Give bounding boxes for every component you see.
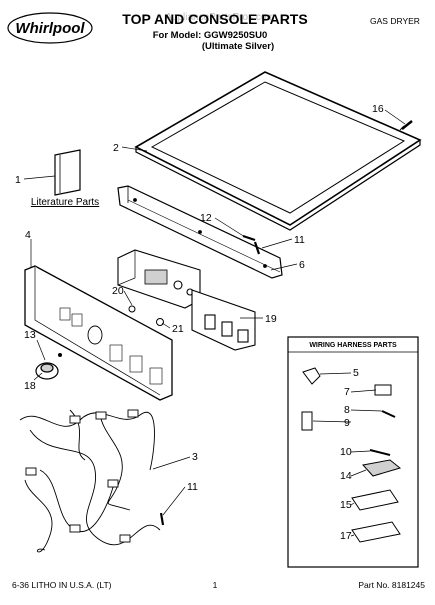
callout-18: 18 <box>24 380 36 392</box>
part-screw-11-bottom <box>159 512 165 526</box>
part-top-panel <box>134 71 422 231</box>
callout-16: 16 <box>372 103 384 115</box>
callout-20: 20 <box>112 285 124 297</box>
callout-2: 2 <box>113 142 119 154</box>
part-screw-21 <box>156 318 164 326</box>
callout-3: 3 <box>192 451 198 463</box>
part-connector-15 <box>351 489 399 511</box>
footer-litho: 6-36 LITHO IN U.S.A. (LT) <box>12 580 112 590</box>
callout-12: 12 <box>200 212 212 224</box>
literature-parts-label: Literature Parts <box>31 197 99 208</box>
callout-21: 21 <box>172 323 184 335</box>
whirlpool-logo: Whirlpool <box>7 12 93 44</box>
part-connector-5 <box>302 367 321 385</box>
page-title: TOP AND CONSOLE PARTS <box>122 11 307 27</box>
callout-19: 19 <box>265 313 277 325</box>
callout-6: 6 <box>299 259 305 271</box>
callout-9: 9 <box>344 417 350 429</box>
callout-15: 15 <box>340 499 352 511</box>
category-label: GAS DRYER <box>370 16 420 26</box>
part-terminal-10 <box>369 449 391 456</box>
model-color: (Ultimate Silver) <box>202 41 274 52</box>
callout-11-top: 11 <box>294 234 305 246</box>
footer-part-number: Part No. 8181245 <box>358 580 425 590</box>
wiring-harness-parts-box: WIRING HARNESS PARTS <box>287 336 419 568</box>
part-knob <box>35 362 59 380</box>
wiring-box-title: WIRING HARNESS PARTS <box>309 342 397 349</box>
callout-1: 1 <box>15 174 21 186</box>
part-console <box>24 265 173 401</box>
part-screw-20 <box>128 305 136 313</box>
callout-numbers: 1 2 16 12 11 6 4 20 21 19 13 18 3 11 5 7… <box>15 103 384 542</box>
callout-10: 10 <box>340 446 352 458</box>
model-number: For Model: GGW9250SU0 <box>153 30 268 41</box>
part-wire-harness <box>19 409 161 553</box>
part-connector-7 <box>374 384 392 396</box>
footer-page-number: 1 <box>213 580 218 590</box>
part-screw-11-top <box>253 241 261 255</box>
watermark: AppliancePartsPros.com <box>165 12 275 23</box>
part-connector-9 <box>301 411 313 431</box>
callout-17: 17 <box>340 530 352 542</box>
callout-14: 14 <box>340 470 352 482</box>
part-console-bracket <box>117 185 283 279</box>
part-terminal-8 <box>381 410 396 418</box>
brand-logo-text: Whirlpool <box>15 20 85 37</box>
callout-11-bottom: 11 <box>187 481 198 493</box>
part-connector-14 <box>362 459 402 477</box>
callout-13: 13 <box>24 329 36 341</box>
part-connector-17 <box>351 521 401 543</box>
part-control-board <box>117 249 256 351</box>
callout-5: 5 <box>353 367 359 379</box>
callout-8: 8 <box>344 404 350 416</box>
part-literature <box>54 149 81 196</box>
callout-4: 4 <box>25 229 31 241</box>
callout-7: 7 <box>344 386 350 398</box>
part-knob-spring <box>58 353 62 357</box>
part-screw-16 <box>399 120 413 131</box>
callout-leaders <box>23 109 406 537</box>
